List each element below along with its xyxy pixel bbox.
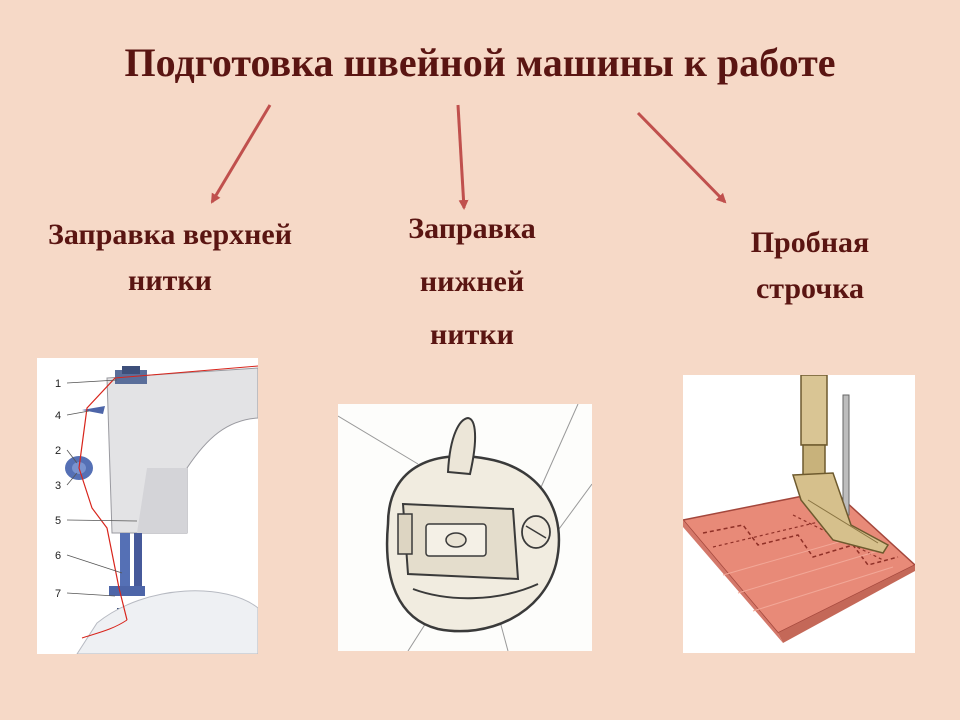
step-upper-thread: Заправка верхней нитки [10,212,330,304]
step-lower-thread-line3: нитки [430,318,514,351]
callout-4: 4 [55,410,61,422]
arrow-to-test-stitch [636,111,727,204]
callout-6: 6 [55,550,61,562]
step-test-stitch: Пробная строчка [705,220,915,312]
step-test-stitch-line2: строчка [755,272,865,305]
arrow-to-upper-thread [210,104,272,204]
callout-7: 7 [55,588,61,600]
callout-3: 3 [55,480,61,492]
step-test-stitch-line1: Пробная [750,226,870,259]
step-lower-thread: Заправка нижней нитки [372,202,572,361]
callout-5: 5 [55,515,61,527]
step-lower-thread-line1: Заправка [408,212,536,245]
page-title: Подготовка швейной машины к работе [124,40,836,85]
step-upper-thread-line1: Заправка верхней [47,218,293,251]
test-stitch-illustration [683,375,915,653]
upper-thread-illustration: 1 4 2 3 5 6 7 [37,358,258,654]
step-lower-thread-line2: нижней [419,265,525,298]
callout-1: 1 [55,378,61,390]
bobbin-case-illustration [338,404,592,651]
callout-2: 2 [55,445,61,457]
step-upper-thread-line2: нитки [128,264,212,297]
arrow-to-lower-thread [456,104,469,210]
